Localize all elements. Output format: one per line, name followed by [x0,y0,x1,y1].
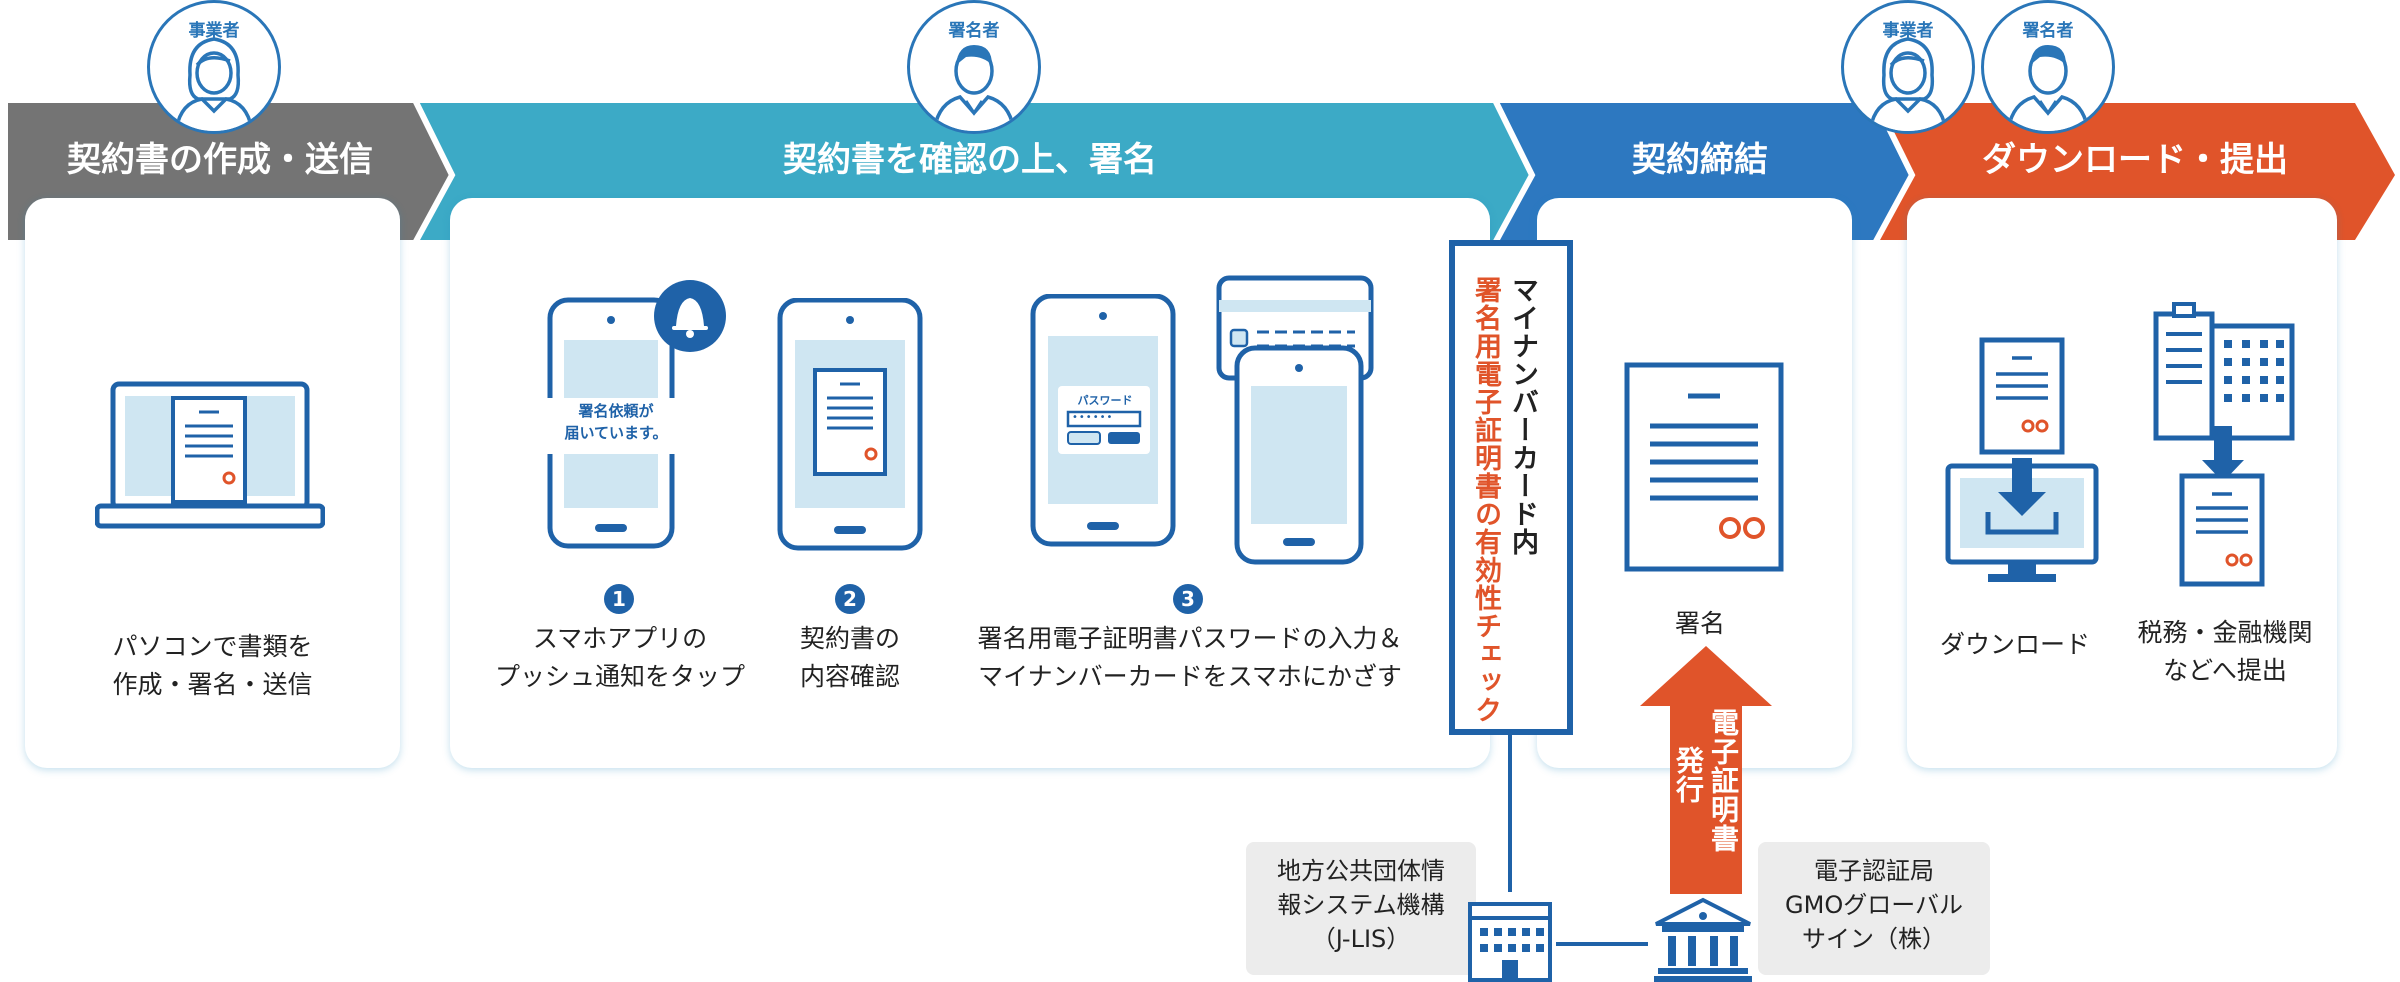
certificate-issue-arrow [1640,646,1772,894]
step-number-1: 1 [604,584,634,614]
password-label: パスワード [1077,394,1133,407]
card-create-caption: パソコンで書類を 作成・署名・送信 [112,632,313,699]
phone-document-icon [777,298,923,551]
gmo-label: 電子認証局 GMOグローバル サイン（株） [1758,842,1990,975]
laptop-icon [95,381,325,529]
female-person-icon [1868,37,1948,131]
business-avatar: 事業者 [147,0,281,134]
mynumber-card-phone-icon [1216,275,1374,565]
stage-title-confirm: 契約書を確認の上、署名 [783,140,1157,180]
jlis-label: 地方公共団体情 報システム機構 （J-LIS） [1246,842,1476,975]
avatar-role-label: 署名者 [2022,21,2074,41]
jlis-building-icon [1468,902,1552,982]
certificate-issue-line2: 発行 [1672,746,1705,804]
gmo-bank-icon [1654,897,1752,982]
stage-title-create: 契約書の作成・送信 [67,140,373,180]
business-avatar-2: 事業者 [1841,0,1975,134]
step-number-2: 2 [835,584,865,614]
mynumber-check-line2: 署名用電子証明書の有効性チェック [1470,276,1501,724]
step-number-3: 3 [1173,584,1203,614]
signer-avatar: 署名者 [907,0,1041,134]
certificate-issue-line1: 電子証明書 [1707,708,1740,853]
male-person-icon [932,45,1016,131]
step-2-caption: 契約書の 内容確認 [799,624,900,691]
card-conclude-caption: 署名 [1674,609,1725,638]
phone-notification-icon [530,280,726,549]
mynumber-check-line1: マイナンバーカード内 [1507,276,1538,556]
signer-avatar-2: 署名者 [1981,0,2115,134]
stage-title-conclude: 契約締結 [1632,140,1768,180]
download-caption: ダウンロード [1939,630,2090,659]
avatar-role-label: 事業者 [188,21,240,41]
female-person-icon [174,37,254,131]
step-3-caption: 署名用電子証明書パスワードの入力＆ マイナンバーカードをスマホにかざす [977,624,1403,691]
step-1-caption: スマホアプリの プッシュ通知をタップ [494,624,745,691]
password-dots: •••••• [1072,412,1114,423]
phone-password-icon [1030,294,1176,547]
signed-document-icon [1624,362,1784,572]
stage-title-download: ダウンロード・提出 [1982,140,2288,180]
download-monitor-icon [1945,337,2099,582]
avatar-role-label: 事業者 [1882,21,1934,41]
notification-bubble-text: 署名依頼が 届いています。 [564,402,668,442]
submit-institution-icon [2153,302,2295,587]
male-person-icon [2006,45,2090,131]
avatar-role-label: 署名者 [948,21,1000,41]
submit-caption: 税務・金融機関 などへ提出 [2137,618,2313,685]
